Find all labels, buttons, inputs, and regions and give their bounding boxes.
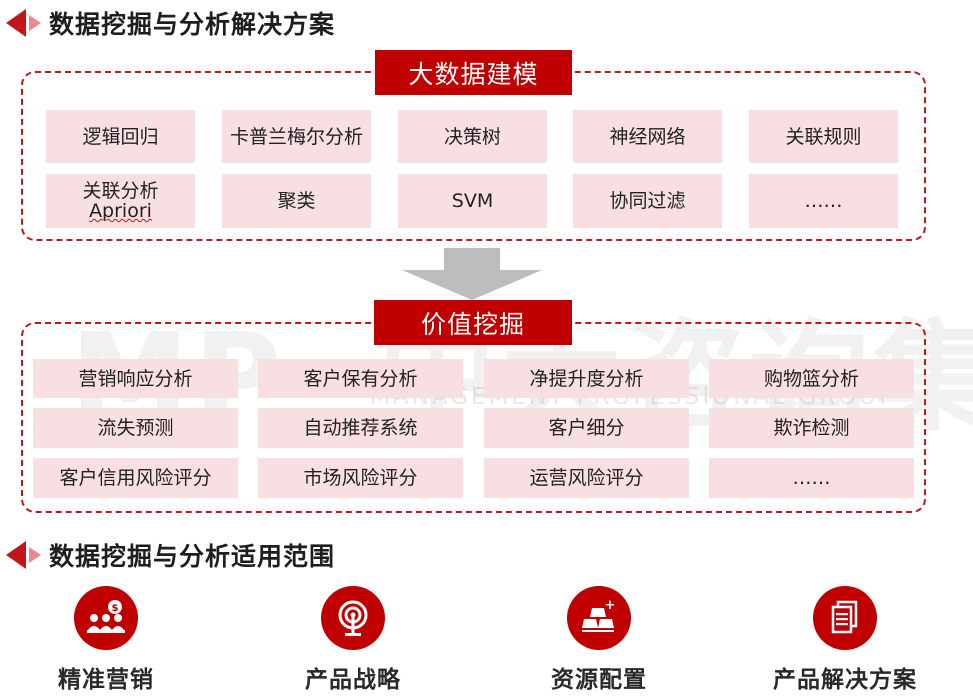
modeling-item: 卡普兰梅尔分析: [222, 110, 371, 163]
application-product-strategy: 产品战略: [258, 586, 448, 694]
modeling-item-sublabel: Apriori: [89, 200, 152, 222]
modeling-item: SVM: [398, 174, 547, 228]
modeling-item: 聚类: [222, 174, 371, 228]
gold-bars-icon: +: [567, 586, 631, 650]
mining-item: 自动推荐系统: [258, 408, 463, 448]
modeling-item: ……: [749, 174, 898, 228]
modeling-item: 神经网络: [573, 110, 722, 163]
application-label: 资源配置: [551, 667, 647, 693]
target-icon: [321, 586, 385, 650]
section-title: 数据挖掘与分析解决方案: [49, 10, 336, 39]
modeling-item: 关联规则: [749, 110, 898, 163]
mining-item: ……: [709, 458, 914, 498]
mining-item: 欺诈检测: [709, 408, 914, 448]
group-money-icon: $: [74, 586, 138, 650]
mining-item: 客户保有分析: [258, 359, 463, 398]
mining-item: 购物篮分析: [709, 359, 914, 398]
application-resource-allocation: + 资源配置: [504, 586, 694, 694]
modeling-item: 决策树: [398, 110, 547, 163]
modeling-item: 逻辑回归: [46, 110, 195, 163]
mining-item: 市场风险评分: [258, 458, 463, 498]
application-product-solution: 产品解决方案: [750, 586, 940, 694]
down-arrow-icon: [402, 248, 542, 300]
application-label: 产品战略: [305, 667, 401, 693]
application-label: 精准营销: [58, 667, 154, 693]
modeling-item: 关联分析 Apriori: [46, 174, 195, 228]
document-icon: [813, 586, 877, 650]
application-precision-marketing: $ 精准营销: [11, 586, 201, 694]
mining-item: 净提升度分析: [484, 359, 689, 398]
mining-item: 营销响应分析: [33, 359, 238, 398]
mining-item: 客户细分: [484, 408, 689, 448]
svg-text:$: $: [112, 603, 119, 614]
heading-arrow-icon: [6, 9, 41, 37]
section-title: 数据挖掘与分析适用范围: [49, 542, 336, 571]
svg-text:+: +: [605, 598, 616, 613]
mining-panel-title: 价值挖掘: [374, 300, 572, 345]
application-label: 产品解决方案: [773, 667, 917, 693]
section-heading-solutions: 数据挖掘与分析解决方案: [6, 6, 335, 40]
heading-arrow-icon: [6, 541, 41, 569]
mining-item: 流失预测: [33, 408, 238, 448]
modeling-panel-title: 大数据建模: [375, 50, 572, 95]
modeling-item: 协同过滤: [573, 174, 722, 228]
mining-item: 客户信用风险评分: [33, 458, 238, 498]
modeling-item-label: 关联分析: [82, 180, 159, 202]
mining-item: 运营风险评分: [484, 458, 689, 498]
section-heading-scope: 数据挖掘与分析适用范围: [6, 538, 335, 572]
